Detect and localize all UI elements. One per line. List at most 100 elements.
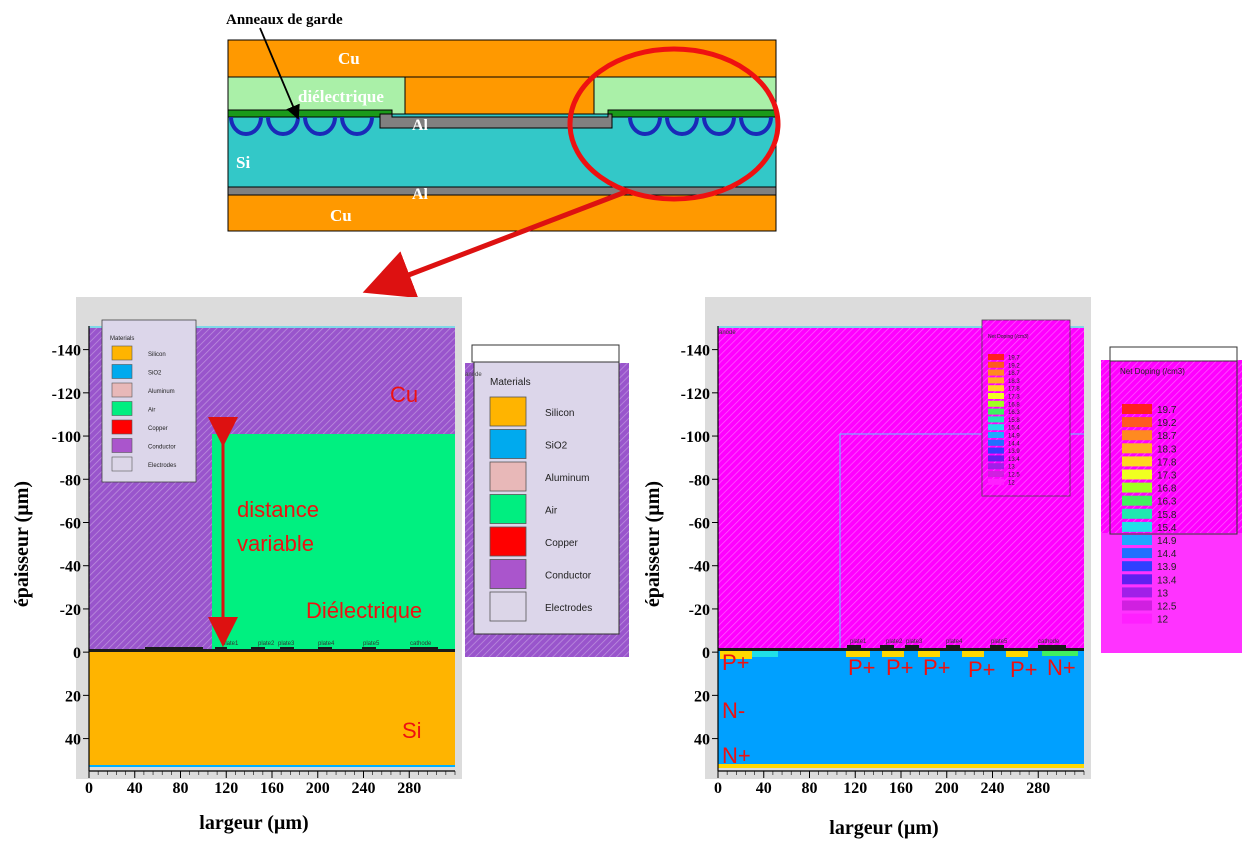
electrode-label: plate3 [278, 641, 295, 647]
y-tick-label: -60 [689, 515, 710, 532]
doping-value-label: 15.8 [1008, 418, 1020, 424]
label-n-plus-cathode: N+ [1047, 655, 1076, 680]
doping-swatch [1122, 613, 1152, 624]
silicon-region [89, 651, 455, 765]
doping-swatch [988, 408, 1004, 415]
x-tick-label: 40 [756, 780, 772, 797]
y-tick-label: 20 [65, 688, 81, 705]
doping-value-label: 18.3 [1008, 379, 1020, 385]
doping-value-label: 19.7 [1008, 356, 1020, 362]
label-p-plus: P+ [886, 655, 914, 680]
label-p-plus: P+ [722, 650, 750, 675]
legend-item-label: Silicon [545, 408, 574, 419]
doping-swatch [1122, 600, 1152, 611]
doping-value-label: 18.7 [1157, 431, 1177, 442]
doping-swatch [988, 416, 1004, 423]
doping-swatch [988, 424, 1004, 431]
doping-value-label: 12 [1157, 615, 1169, 626]
y-tick-label: -140 [52, 343, 81, 360]
y-tick-label: -40 [689, 559, 710, 576]
doping-value-label: 14.4 [1157, 549, 1177, 560]
doping-swatch [988, 455, 1004, 462]
x-tick-label: 200 [935, 780, 959, 797]
doping-value-label: 13.4 [1008, 457, 1020, 463]
doping-region-labels: P+ P+ P+ P+ P+ P+ N+ N- N+ [722, 650, 1076, 768]
doping-swatch [1122, 548, 1152, 559]
legend-swatch [489, 429, 527, 459]
doping-value-label: 17.3 [1157, 471, 1177, 482]
doping-swatch [1122, 574, 1152, 585]
materials-legend-title: Materials [490, 377, 531, 388]
small-doping-title: Net Doping (/cm3) [988, 334, 1029, 340]
doping-value-label: 13.9 [1008, 449, 1020, 455]
doping-swatch [988, 471, 1004, 477]
doping-value-label: 15.4 [1008, 426, 1020, 432]
guard-electrode-left [227, 109, 393, 118]
materials-legend: anode Materials SiliconSiO2AluminumAirCo… [465, 344, 629, 657]
side-anode-label: anode [465, 372, 482, 378]
doping-value-label: 18.7 [1008, 371, 1020, 377]
zoom-arrow [362, 188, 629, 299]
doping-swatch [988, 463, 1004, 470]
legend-swatch [111, 345, 133, 361]
electrode-label: plate3 [906, 639, 923, 645]
x-tick-label: 120 [843, 780, 867, 797]
doping-swatch [1122, 482, 1152, 493]
electrode-label: plate5 [363, 641, 380, 647]
cu-top-layer [227, 39, 777, 78]
guard-rings-left [229, 116, 374, 136]
annotation-guard-rings: Anneaux de garde [226, 12, 343, 28]
label-p-plus: P+ [923, 655, 951, 680]
legend-item-label: SiO2 [545, 441, 568, 452]
y-tick-label: -40 [60, 559, 81, 576]
doping-value-label: 14.4 [1008, 441, 1020, 447]
doping-swatch [1122, 587, 1152, 598]
x-tick-label: 0 [714, 780, 722, 797]
guard-rings-right [628, 116, 773, 136]
label-si-region: Si [402, 718, 422, 743]
legend-swatch [489, 559, 527, 589]
label-distance: distance [237, 497, 319, 522]
label-n-minus: N- [722, 698, 745, 723]
legend-item-label: Copper [148, 426, 168, 432]
highlight-ellipse [567, 46, 781, 202]
doping-value-label: 16.8 [1157, 484, 1177, 495]
al-bottom-layer [227, 186, 777, 196]
label-cu-top: Cu [338, 49, 360, 68]
y-tick-label: 40 [694, 732, 710, 749]
legend-swatch [489, 526, 527, 557]
y-tick-label: -60 [60, 515, 81, 532]
doping-value-label: 19.2 [1008, 363, 1020, 369]
legend-swatch [111, 438, 133, 453]
legend-swatch [111, 419, 133, 435]
electrode-label: cathode [410, 641, 432, 647]
al-top-pad [379, 113, 613, 129]
electrode-label: plate2 [886, 639, 903, 645]
dielectric-air-region [212, 434, 455, 649]
x-tick-label: 280 [1026, 780, 1050, 797]
left-small-legend: Materials SiliconSiO2AluminumAirCopperCo… [101, 319, 197, 483]
doping-value-label: 13 [1008, 465, 1015, 471]
label-dielectric: diélectrique [298, 87, 384, 106]
label-cu-region: Cu [390, 382, 418, 407]
left-electrodes [145, 647, 438, 650]
y-axis-label-right: épaisseur (µm) [642, 481, 664, 607]
doping-swatch [988, 361, 1004, 368]
y-tick-label: -100 [52, 429, 81, 446]
doping-value-label: 17.3 [1008, 395, 1020, 401]
doping-value-label: 17.8 [1008, 387, 1020, 393]
doping-swatch [1122, 404, 1152, 414]
y-tick-label: -20 [689, 602, 710, 619]
x-tick-label: 40 [127, 780, 143, 797]
doping-value-label: 13 [1157, 588, 1169, 599]
x-tick-label: 240 [352, 780, 376, 797]
label-al-bottom: Al [412, 186, 429, 203]
doping-swatch [988, 439, 1004, 446]
legend-item-label: SiO2 [148, 371, 162, 377]
y-tick-label: -140 [681, 343, 710, 360]
legend-item-label: Silicon [148, 352, 166, 358]
x-tick-label: 240 [981, 780, 1005, 797]
doping-value-label: 15.4 [1157, 523, 1177, 534]
label-n-plus-back: N+ [722, 743, 751, 768]
y-tick-label: -120 [681, 386, 710, 403]
